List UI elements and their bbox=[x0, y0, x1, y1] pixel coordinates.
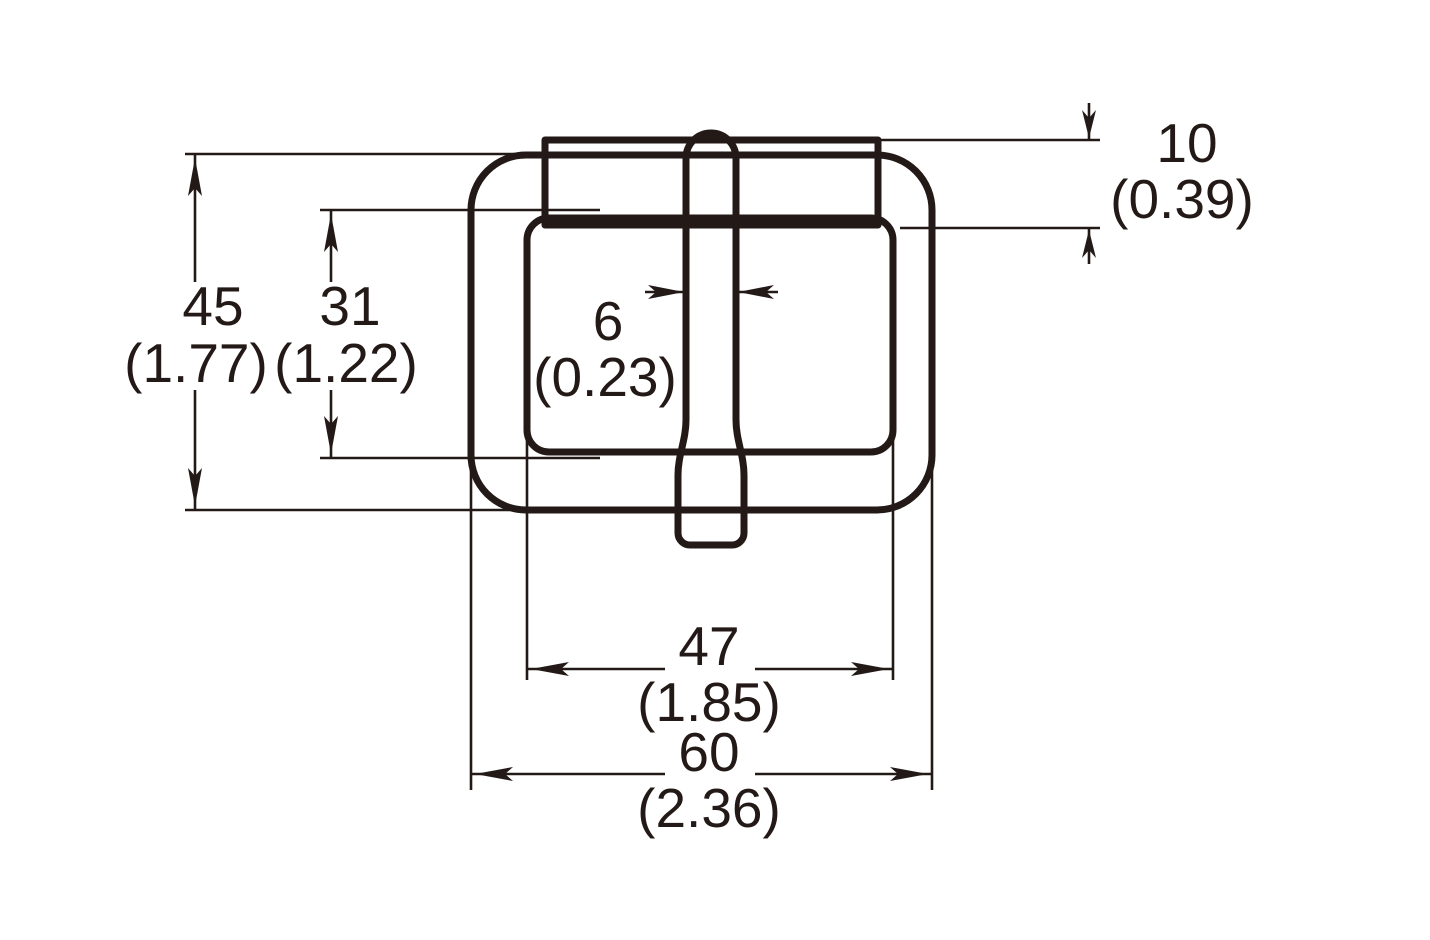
arrow-6-right bbox=[738, 285, 774, 299]
arrow-47-left bbox=[531, 662, 569, 676]
arrow-45-bottom bbox=[188, 468, 202, 506]
arrow-10-bottom bbox=[1082, 230, 1096, 258]
arrow-47-right bbox=[851, 662, 889, 676]
dim-label-60-mm: 60 bbox=[678, 721, 739, 783]
arrow-31-top bbox=[324, 214, 338, 252]
dim-label-45-mm: 45 bbox=[182, 275, 243, 337]
dim-label-6-inch: (0.23) bbox=[533, 346, 677, 408]
arrow-60-left bbox=[475, 767, 513, 781]
dim-label-47-inch: (1.85) bbox=[637, 671, 781, 733]
arrow-45-top bbox=[188, 158, 202, 196]
dim-label-60-inch: (2.36) bbox=[637, 777, 781, 839]
dim-label-31-mm: 31 bbox=[319, 275, 380, 337]
dim-label-31-inch: (1.22) bbox=[274, 332, 418, 394]
buckle-outer-frame bbox=[467, 151, 936, 514]
buckle-top-crossbar bbox=[541, 136, 882, 229]
dim-label-10-inch: (0.39) bbox=[1110, 168, 1254, 230]
buckle-prong bbox=[674, 129, 748, 549]
arrow-60-right bbox=[890, 767, 928, 781]
dim-label-47-mm: 47 bbox=[678, 615, 739, 677]
arrow-31-bottom bbox=[324, 416, 338, 454]
arrow-10-top bbox=[1082, 110, 1096, 138]
arrow-6-left bbox=[648, 285, 684, 299]
dim-label-6-mm: 6 bbox=[593, 290, 624, 352]
dim-label-10-mm: 10 bbox=[1156, 112, 1217, 174]
dim-label-45-inch: (1.77) bbox=[124, 332, 268, 394]
buckle-inner-opening bbox=[523, 214, 897, 456]
